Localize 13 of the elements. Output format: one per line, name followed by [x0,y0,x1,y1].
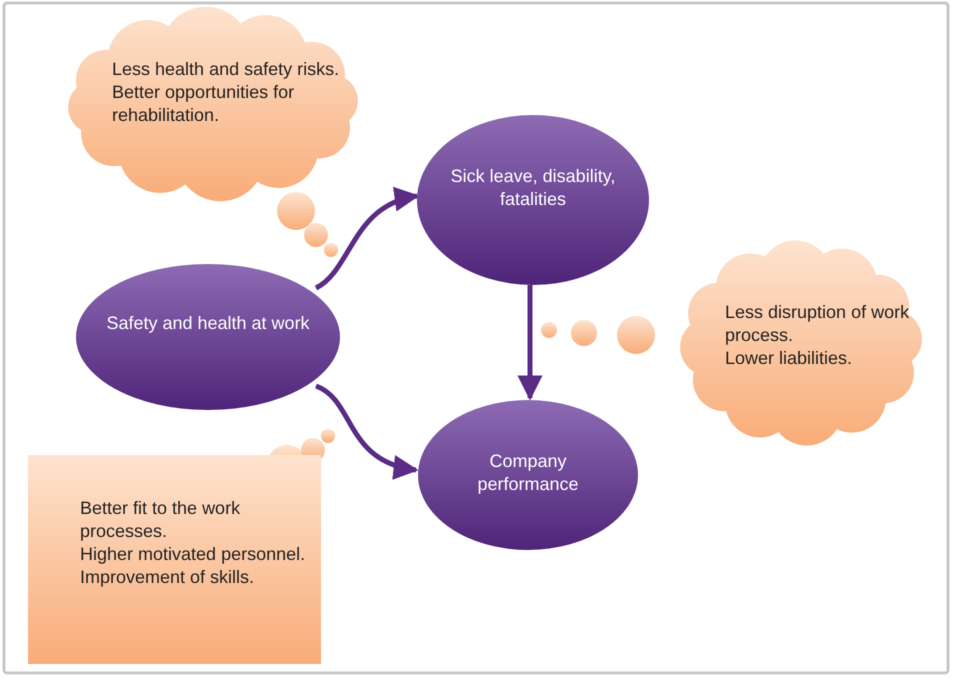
node-label: Company performance [476,450,580,496]
note-text: Less disruption of work process. [725,301,910,347]
node-label: Safety and health at work [105,312,311,335]
note-text: Lower liabilities. [725,347,854,370]
note-text: Better fit to the work processes. [80,497,242,543]
arrow [314,188,420,290]
node-label: Sick leave, disability, fatalities [450,165,616,211]
note-text: Improvement of skills. [80,566,256,589]
arrow [518,285,542,400]
note-text: Less health and safety risks. [112,58,340,81]
note-text: Better opportunities for rehabilitation. [112,81,296,127]
arrow [314,384,418,478]
note-text: Higher motivated personnel. [80,543,306,566]
